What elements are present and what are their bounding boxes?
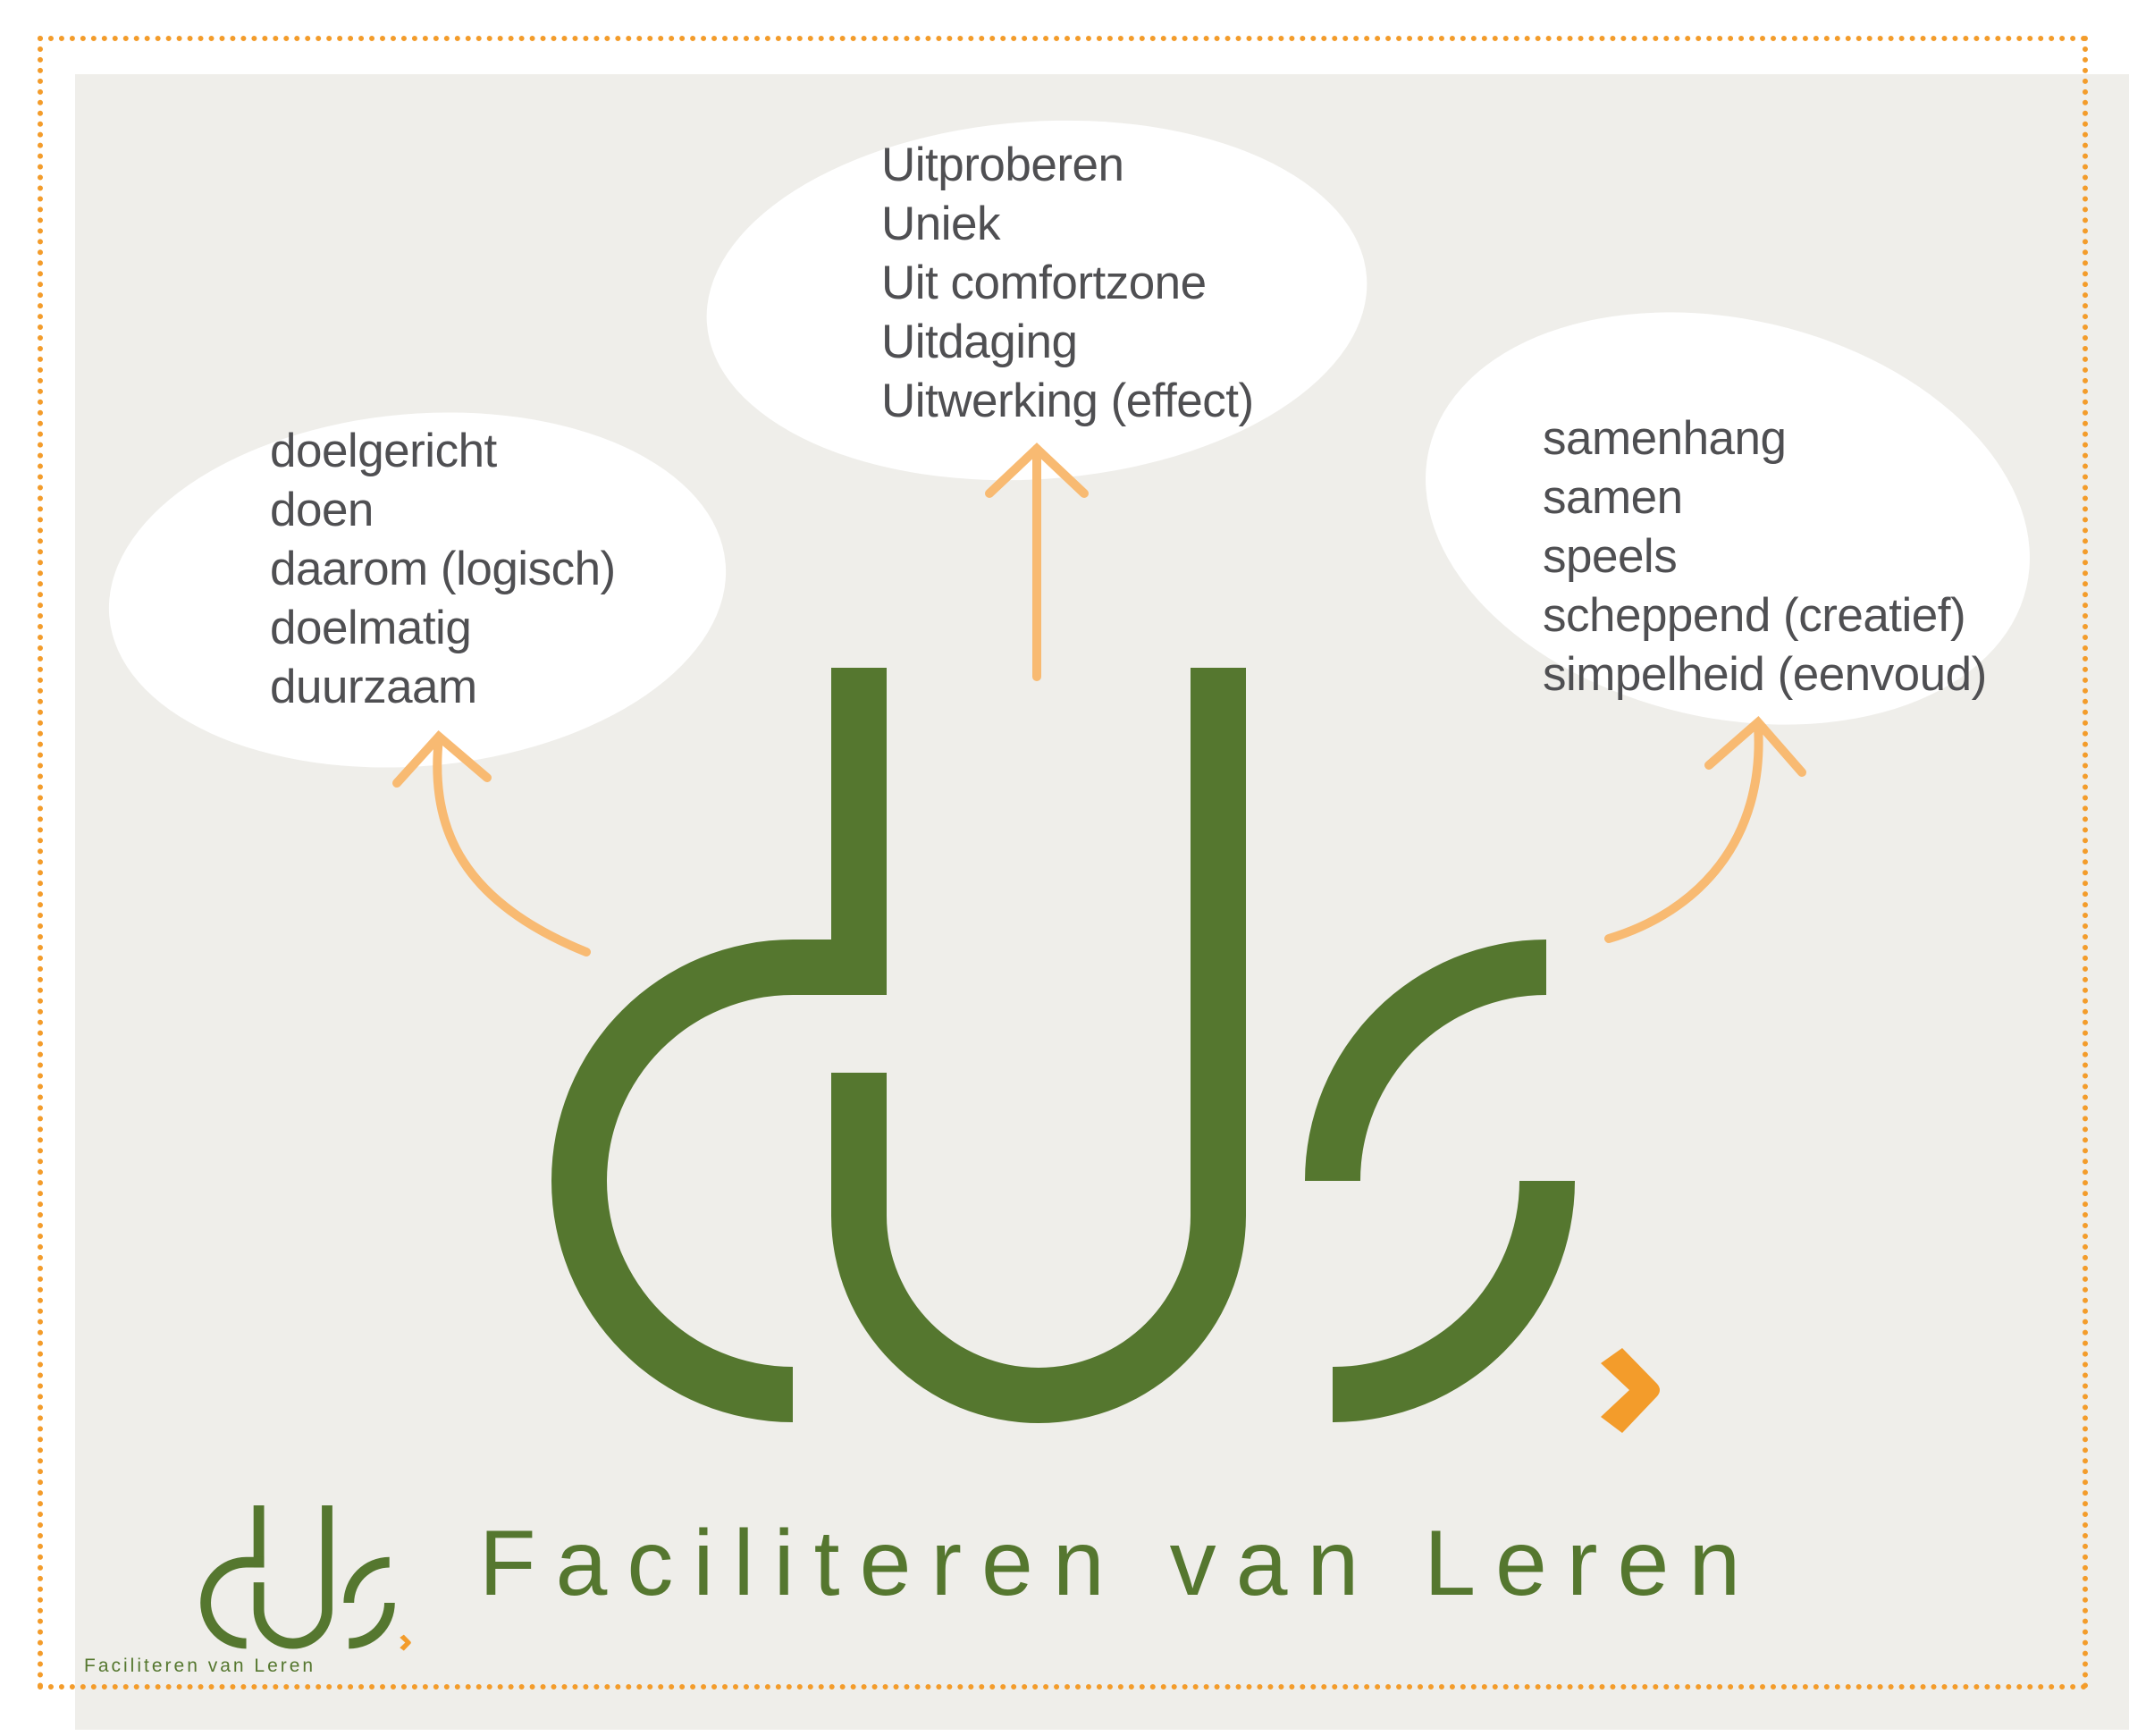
bubble-u-text: Uitproberen Uniek Uit comfortzone Uitdag… — [881, 136, 1254, 431]
list-item: doelmatig — [270, 602, 472, 654]
list-item: daarom (logisch) — [270, 543, 616, 595]
bubble-d — [108, 412, 727, 768]
arrow-to-s — [1604, 715, 1806, 943]
dus-logo-small — [200, 1505, 411, 1651]
bubble-s — [1426, 312, 2030, 725]
list-item: Uit comfortzone — [881, 257, 1207, 309]
list-item: scheppend (creatief) — [1543, 589, 1966, 642]
list-item: simpelheid (eenvoud) — [1543, 648, 1987, 701]
letter-u — [831, 668, 1246, 1423]
dotted-frame — [38, 36, 2088, 1690]
arrow-to-u — [985, 442, 1089, 681]
list-item: Uniek — [881, 198, 1001, 250]
bubble-s-text: samenhang samen speels scheppend (creati… — [1543, 409, 1987, 704]
logo-tagline: Faciliteren van Leren — [479, 1512, 1761, 1615]
bubble-u — [706, 120, 1367, 481]
chevron-icon — [1601, 1348, 1660, 1433]
list-item: doelgericht — [270, 425, 497, 477]
small-logo-tagline: Faciliteren van Leren — [84, 1656, 316, 1676]
list-item: samenhang — [1543, 412, 1787, 465]
list-item: samen — [1543, 471, 1683, 524]
letter-s-bottom — [1333, 1181, 1575, 1423]
list-item: Uitwerking (effect) — [881, 375, 1254, 427]
list-item: duurzaam — [270, 661, 477, 713]
list-item: Uitdaging — [881, 316, 1078, 368]
bubble-d-text: doelgericht doen daarom (logisch) doelma… — [270, 422, 616, 717]
list-item: doen — [270, 484, 374, 536]
arrow-to-d — [392, 730, 591, 956]
dus-logo-large — [551, 668, 1575, 1423]
letter-s-top — [1305, 940, 1546, 1181]
list-item: Uitproberen — [881, 139, 1124, 191]
list-item: speels — [1543, 530, 1678, 583]
